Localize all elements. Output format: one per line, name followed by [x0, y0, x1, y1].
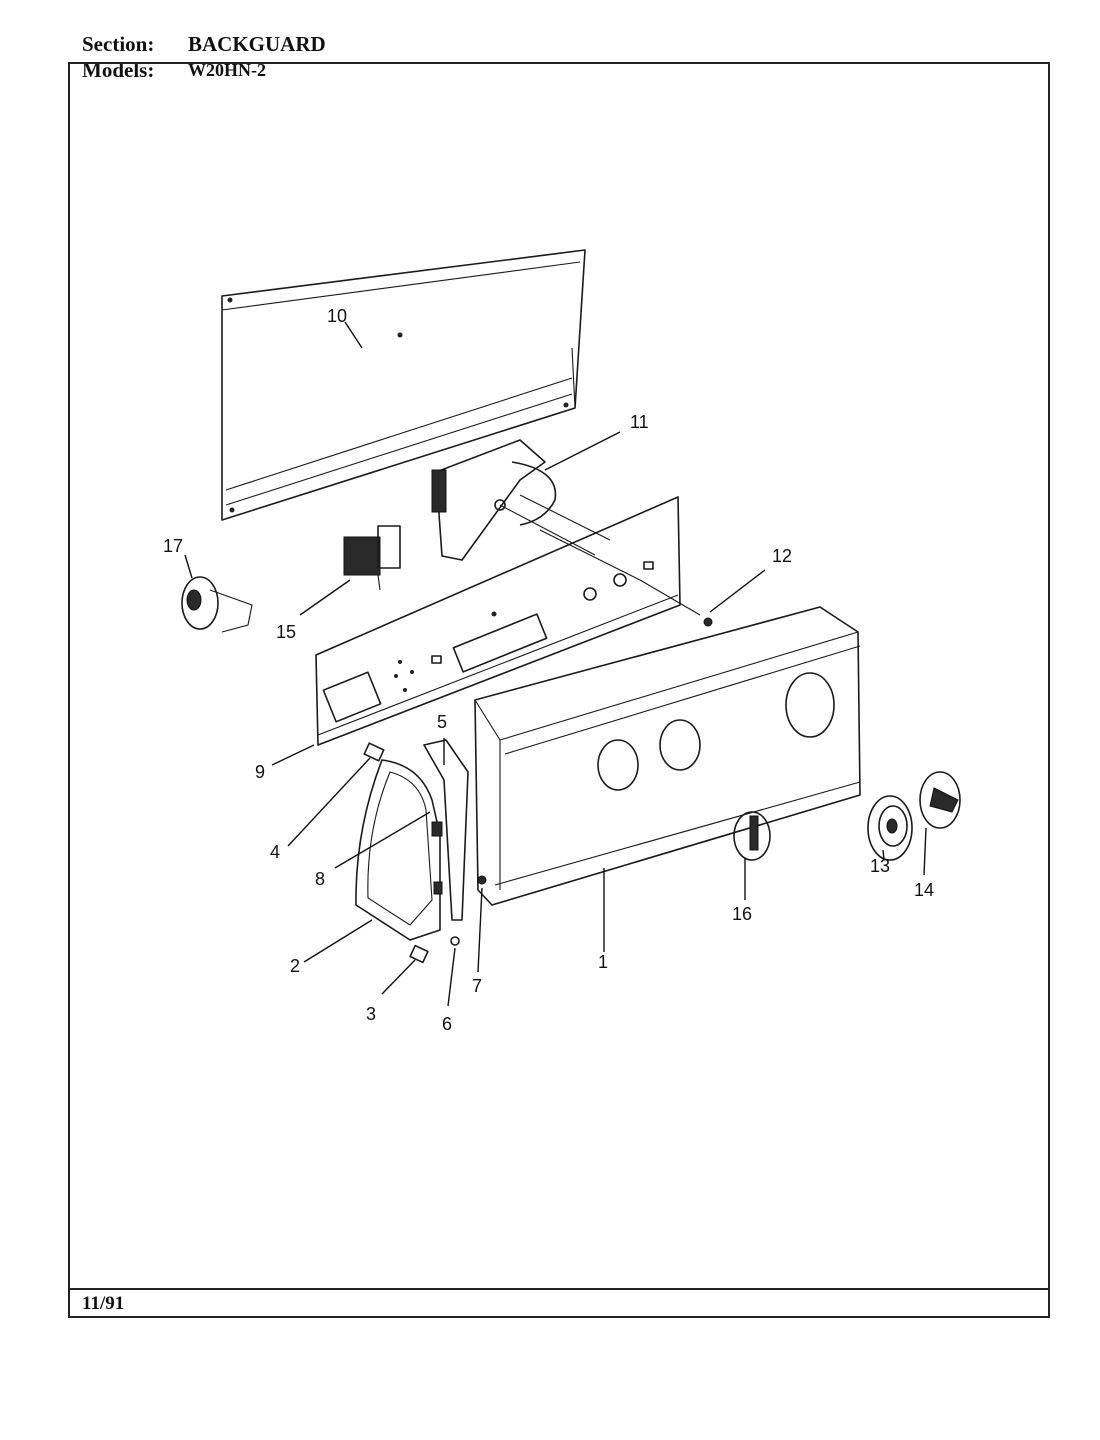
water-level-switch [181, 576, 253, 633]
footer-date: 11/91 [82, 1293, 125, 1314]
callout-14: 14 [914, 880, 934, 900]
rear-cover-panel [221, 249, 586, 521]
screw-12 [703, 617, 713, 627]
callout-2: 2 [290, 956, 300, 976]
diagram-frame [68, 62, 1050, 1318]
callout-7: 7 [472, 976, 482, 996]
footer-rule [68, 1288, 1050, 1290]
clip-3 [409, 944, 429, 964]
callout-4: 4 [270, 842, 280, 862]
callout-5: 5 [437, 712, 447, 732]
screw-6 [450, 936, 460, 946]
callout-3: 3 [366, 1004, 376, 1024]
selector-knob [733, 811, 771, 861]
callout-6: 6 [442, 1014, 452, 1034]
callout-labels: 1 2 3 4 5 6 7 8 9 10 11 12 13 14 15 16 1… [163, 306, 934, 1034]
callout-16: 16 [732, 904, 752, 924]
models-value: W20HN-2 [188, 60, 266, 80]
section-value: BACKGUARD [188, 32, 326, 56]
callout-15: 15 [276, 622, 296, 642]
callout-11: 11 [630, 412, 649, 432]
timer-motor [431, 439, 611, 561]
leader-lines [184, 321, 927, 1007]
end-cap [355, 759, 443, 941]
knob-skirt [867, 795, 913, 861]
backguard-body [474, 606, 861, 906]
callout-13: 13 [870, 856, 890, 876]
callout-10: 10 [327, 306, 347, 326]
callout-9: 9 [255, 762, 265, 782]
end-trim [423, 739, 469, 921]
callout-12: 12 [772, 546, 792, 566]
callout-17: 17 [163, 536, 183, 556]
section-label: Section: [82, 32, 155, 56]
clip-4 [363, 742, 385, 762]
callout-8: 8 [315, 869, 325, 889]
control-panel [315, 496, 701, 746]
callout-1: 1 [598, 952, 608, 972]
selector-switch [343, 525, 401, 591]
screw-7 [477, 875, 487, 885]
timer-knob [919, 771, 961, 829]
